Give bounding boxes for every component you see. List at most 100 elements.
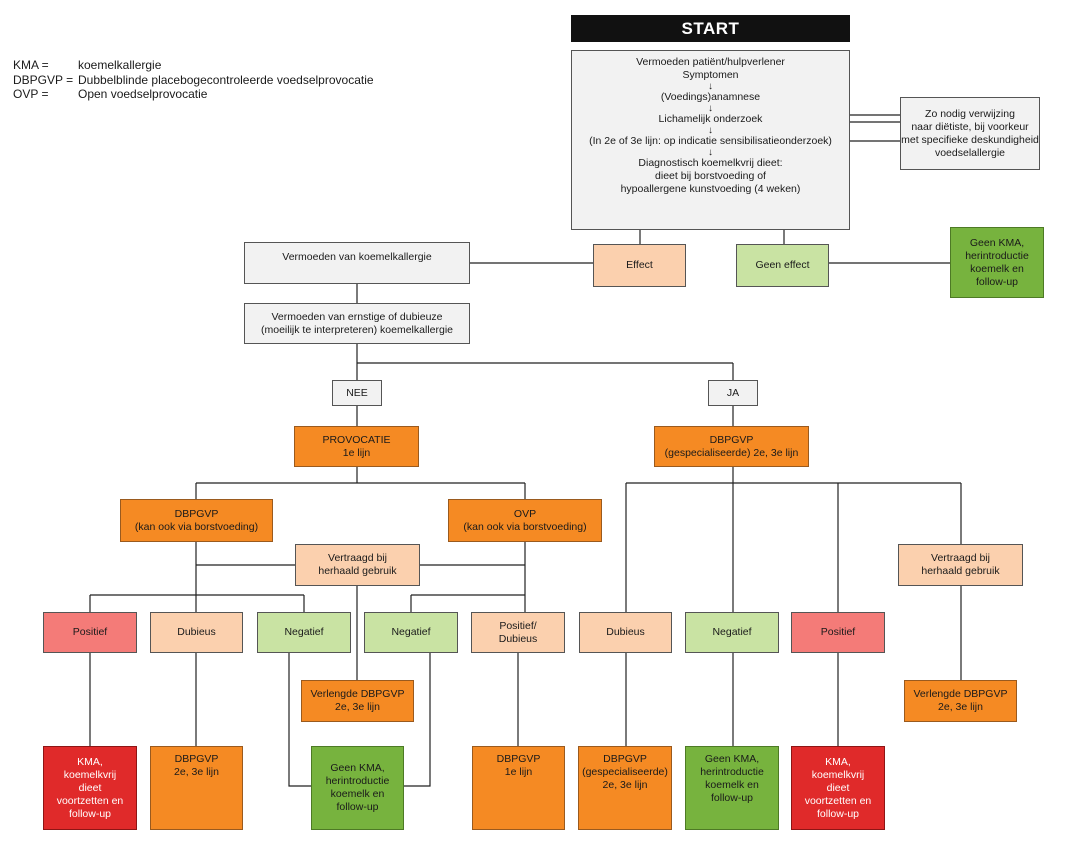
geen-kma-top-box: Geen KMA, herintroductie koemelk en foll…: [950, 227, 1044, 298]
dbpgvp-line: (gespecialiseerde) 2e, 3e lijn: [664, 446, 799, 459]
effect-box: Effect: [593, 244, 686, 287]
outcome-line: follow-up: [816, 807, 860, 820]
verlengde-line: 2e, 3e lijn: [335, 701, 380, 713]
outcome-dbpgvp-gespecialiseerd-box: DBPGVP (gespecialiseerde) 2e, 3e lijn: [578, 746, 672, 830]
outcome-line: follow-up: [336, 801, 379, 813]
down-arrow-icon: ↓: [708, 125, 713, 136]
outcome-line: Geen KMA,: [704, 753, 760, 765]
outcome-line: koemelk en: [970, 262, 1024, 275]
start-steps-box: Vermoeden patiënt/hulpverlener Symptomen…: [571, 50, 850, 230]
vertraagd-line: Vertraagd bij: [931, 552, 990, 564]
outcome-line: Geen KMA,: [330, 762, 385, 774]
outcome-line: DBPGVP: [174, 753, 219, 765]
ovp-box: OVP (kan ook via borstvoeding): [448, 499, 602, 542]
dbpgvp-line: DBPGVP: [174, 507, 219, 520]
result-positief-dubieus-box: Positief/ Dubieus: [471, 612, 565, 653]
legend-row: DBPGVP = Dubbelblinde placebogecontroleer…: [13, 73, 374, 88]
vertraagd-line: herhaald gebruik: [318, 565, 397, 577]
ovp-line: OVP: [513, 507, 537, 520]
ernstig-line: (moeilijk te interpreteren) koemelkaller…: [261, 323, 453, 336]
outcome-line: herintroductie: [700, 766, 764, 778]
verlengde-line: Verlengde DBPGVP: [310, 688, 405, 700]
provocatie-line: 1e lijn: [342, 446, 371, 459]
result-line: Positief/: [499, 619, 537, 632]
verlengde-line: 2e, 3e lijn: [938, 701, 983, 713]
dbpgvp-line: DBPGVP: [709, 433, 754, 446]
geen-effect-box: Geen effect: [736, 244, 829, 287]
outcome-dbpgvp-box: DBPGVP 1e lijn: [472, 746, 565, 830]
outcome-line: herintroductie: [325, 775, 390, 787]
outcome-line: 1e lijn: [504, 766, 533, 778]
outcome-line: KMA,: [825, 755, 851, 768]
dietist-line: met specifieke deskundigheid: [901, 133, 1039, 146]
vertraagd-right-box: Vertraagd bij herhaald gebruik: [898, 544, 1023, 586]
provocatie-box: PROVOCATIE 1e lijn: [294, 426, 419, 467]
legend-desc: Open voedselprovocatie: [78, 87, 208, 101]
result-dubieus-box: Dubieus: [150, 612, 243, 653]
start-step: Diagnostisch koemelkvrij dieet:: [638, 157, 783, 169]
outcome-line: follow-up: [710, 792, 754, 804]
dbpgvp-line: (kan ook via borstvoeding): [134, 520, 259, 533]
result-negatief-box: Negatief: [685, 612, 779, 653]
outcome-kma-box: KMA, koemelkvrij dieet voortzetten en fo…: [43, 746, 137, 830]
legend-abbr: DBPGVP =: [13, 72, 74, 87]
vertraagd-line: Vertraagd bij: [328, 552, 387, 564]
result-negatief-box: Negatief: [364, 612, 458, 653]
legend-desc: Dubbelblinde placebogecontroleerde voeds…: [78, 72, 374, 87]
down-arrow-icon: ↓: [708, 147, 713, 158]
nee-box: NEE: [332, 380, 382, 406]
down-arrow-icon: ↓: [708, 103, 713, 114]
outcome-line: DBPGVP: [603, 753, 647, 765]
dietist-line: voedselallergie: [934, 146, 1006, 159]
outcome-line: 2e, 3e lijn: [602, 779, 648, 791]
start-step: Lichamelijk onderzoek: [658, 113, 763, 125]
outcome-line: KMA,: [77, 755, 103, 768]
outcome-line: DBPGVP: [496, 753, 541, 765]
down-arrow-icon: ↓: [708, 81, 713, 92]
vertraagd-left-box: Vertraagd bij herhaald gebruik: [295, 544, 420, 586]
outcome-line: koemelk en: [330, 788, 385, 800]
ovp-line: (kan ook via borstvoeding): [463, 520, 587, 533]
outcome-line: (gespecialiseerde): [582, 766, 668, 778]
legend-row: OVP = Open voedselprovocatie: [13, 87, 374, 102]
legend-abbr: KMA =: [13, 58, 49, 72]
legend-desc: koemelkallergie: [78, 58, 162, 72]
outcome-kma-box: KMA, koemelkvrij dieet voortzetten en fo…: [791, 746, 885, 830]
start-step: hypoallergene kunstvoeding (4 weken): [620, 183, 801, 195]
outcome-geen-kma-box: Geen KMA, herintroductie koemelk en foll…: [311, 746, 404, 830]
outcome-line: voortzetten en: [804, 794, 872, 807]
outcome-line: dieet: [826, 781, 850, 794]
legend-row: KMA = koemelkallergie: [13, 58, 374, 73]
legend: KMA = koemelkallergie DBPGVP = Dubbelblind…: [13, 58, 374, 102]
legend-abbr: OVP =: [13, 87, 49, 101]
start-step: (In 2e of 3e lijn: op indicatie sensibil…: [589, 135, 832, 147]
start-step: dieet bij borstvoeding of: [655, 170, 766, 182]
verlengde-line: Verlengde DBPGVP: [913, 688, 1008, 700]
result-line: Dubieus: [498, 632, 538, 645]
dietist-line: Zo nodig verwijzing: [925, 107, 1015, 120]
ernstig-line: Vermoeden van ernstige of dubieuze: [271, 310, 443, 323]
dietist-line: naar diëtiste, bij voorkeur: [911, 120, 1029, 133]
outcome-line: koemelk en: [705, 779, 759, 791]
ja-box: JA: [708, 380, 758, 406]
dbpgvp-left-box: DBPGVP (kan ook via borstvoeding): [120, 499, 273, 542]
result-positief-box: Positief: [791, 612, 885, 653]
outcome-line: koemelkvrij: [811, 768, 865, 781]
ernstig-box: Vermoeden van ernstige of dubieuze (moei…: [244, 303, 470, 344]
result-dubieus-box: Dubieus: [579, 612, 672, 653]
outcome-line: follow-up: [975, 275, 1019, 288]
outcome-line: 2e, 3e lijn: [174, 766, 219, 778]
vertraagd-line: herhaald gebruik: [921, 565, 1000, 577]
outcome-line: voortzetten en: [56, 794, 124, 807]
start-step: (Voedings)anamnese: [660, 91, 761, 103]
outcome-geen-kma-box: Geen KMA, herintroductie koemelk en foll…: [685, 746, 779, 830]
outcome-line: herintroductie: [965, 249, 1029, 262]
start-step: Vermoeden patiënt/hulpverlener: [636, 56, 785, 68]
dbpgvp-specialised-box: DBPGVP (gespecialiseerde) 2e, 3e lijn: [654, 426, 809, 467]
verlengde-left-box: Verlengde DBPGVP 2e, 3e lijn: [301, 680, 414, 722]
dietist-box: Zo nodig verwijzing naar diëtiste, bij v…: [900, 97, 1040, 170]
outcome-line: koemelkvrij: [63, 768, 117, 781]
result-negatief-box: Negatief: [257, 612, 351, 653]
outcome-line: dieet: [78, 781, 102, 794]
